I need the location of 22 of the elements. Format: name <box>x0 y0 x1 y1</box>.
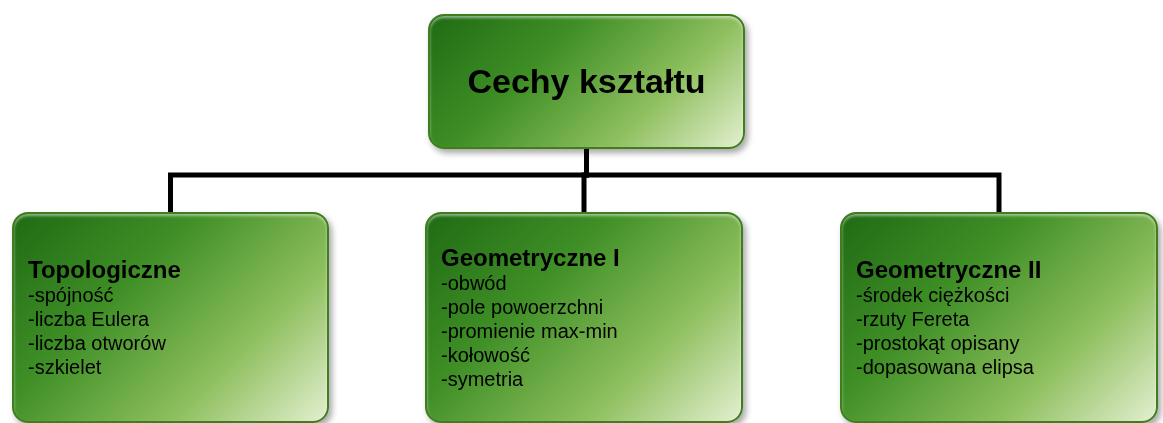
heading: Topologiczne <box>28 255 182 284</box>
list-item: -środek ciężkości <box>856 283 1011 308</box>
connector-line <box>584 149 1002 212</box>
list-item: -szkielet <box>28 355 103 380</box>
heading: Cechy kształtu <box>467 61 706 102</box>
heading: Geometryczne II <box>856 255 1043 284</box>
list-item: -prostokąt opisany <box>856 331 1021 356</box>
heading: Geometryczne I <box>441 243 621 272</box>
list-item: -kołowość <box>441 343 531 368</box>
list-item: -liczba otworów <box>28 331 167 356</box>
category-box <box>425 212 743 423</box>
list-item: -liczba Eulera <box>28 307 151 332</box>
list-item: -rzuty Fereta <box>856 307 971 332</box>
list-item: -promienie max-min <box>441 319 619 344</box>
list-item: -dopasowana elipsa <box>856 355 1035 380</box>
list-item: -obwód <box>441 271 508 296</box>
category-box <box>12 212 329 423</box>
list-item: -spójność <box>28 283 115 308</box>
root-box <box>428 14 745 149</box>
list-item: -symetria <box>441 367 525 392</box>
list-item: -pole powoerzchni <box>441 295 605 320</box>
category-box <box>840 212 1158 423</box>
